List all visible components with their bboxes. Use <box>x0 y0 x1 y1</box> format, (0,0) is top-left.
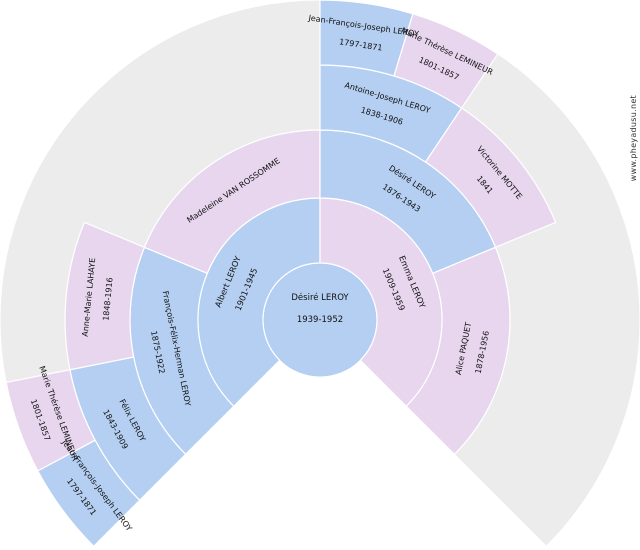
ancestor-segment-p8[interactable] <box>64 221 146 371</box>
person-dates: 1848-1916 <box>101 277 114 321</box>
root-person-label: Désiré LEROY 1939-1952 <box>291 292 349 325</box>
ancestor-segments <box>5 0 557 548</box>
person-dates: 1939-1952 <box>297 315 343 325</box>
ancestor-segment-p24[interactable] <box>393 13 499 109</box>
ancestor-segment-p16[interactable] <box>5 369 96 472</box>
person-name: Désiré LEROY <box>291 292 349 303</box>
site-watermark: www.pheyadusu.net <box>629 95 638 182</box>
ancestor-segment-p6[interactable] <box>405 246 511 456</box>
ancestor-segment-p12[interactable] <box>424 107 557 249</box>
